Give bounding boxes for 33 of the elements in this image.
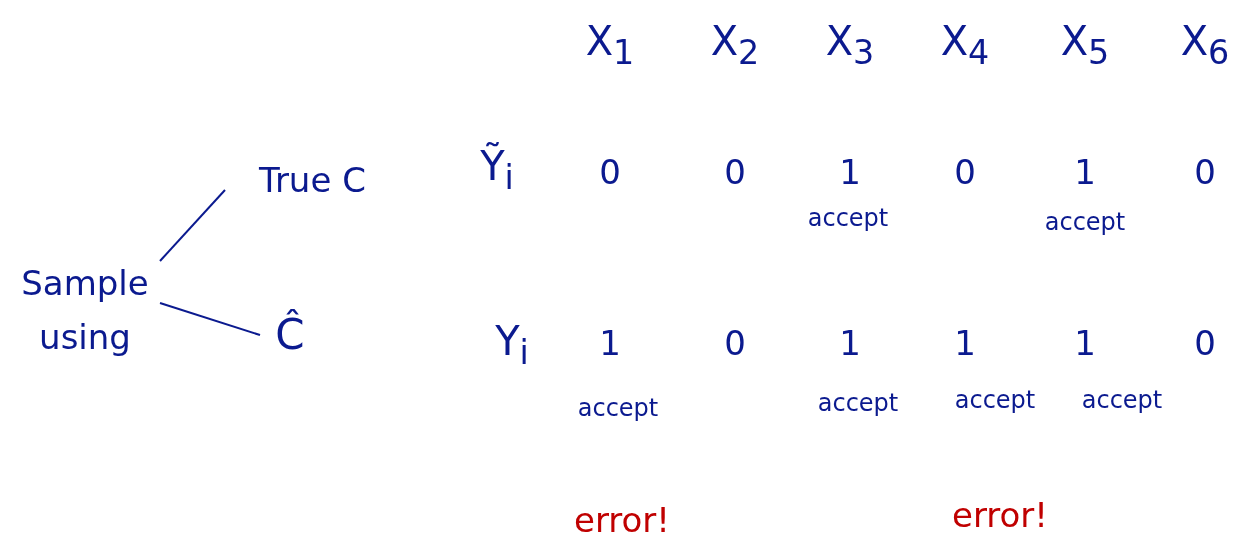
node-text: Sample using bbox=[20, 261, 150, 359]
value: 0 bbox=[724, 152, 746, 192]
value: 0 bbox=[724, 323, 746, 363]
column-header: X$_{3}$ bbox=[825, 18, 875, 72]
note: accept bbox=[807, 204, 889, 232]
note: accept bbox=[817, 389, 899, 417]
column-header: X$_{2}$ bbox=[710, 18, 760, 72]
value: 1 bbox=[1074, 323, 1096, 363]
node-text: Ĉ bbox=[275, 308, 305, 362]
value: 1 bbox=[839, 152, 861, 192]
value: 1 bbox=[839, 323, 861, 363]
row-header: Ỹ$_{i}$ bbox=[480, 143, 514, 197]
value: 0 bbox=[1194, 323, 1216, 363]
connector-line bbox=[159, 189, 226, 262]
node-text: True C bbox=[259, 158, 366, 202]
note: accept bbox=[1044, 208, 1126, 236]
value: 1 bbox=[1074, 152, 1096, 192]
note: accept bbox=[1081, 386, 1163, 414]
value: 0 bbox=[954, 152, 976, 192]
column-header: X$_{4}$ bbox=[940, 18, 990, 72]
column-header: X$_{6}$ bbox=[1180, 18, 1230, 72]
connector-line bbox=[159, 302, 261, 336]
note: accept bbox=[954, 386, 1036, 414]
value: 1 bbox=[954, 323, 976, 363]
row-header: Y$_{i}$ bbox=[495, 318, 529, 372]
value: 1 bbox=[599, 323, 621, 363]
note: accept bbox=[577, 394, 659, 422]
error-note: error! bbox=[574, 500, 670, 540]
error-note: error! bbox=[952, 495, 1048, 535]
column-header: X$_{1}$ bbox=[585, 18, 635, 72]
value: 0 bbox=[1194, 152, 1216, 192]
value: 0 bbox=[599, 152, 621, 192]
column-header: X$_{5}$ bbox=[1060, 18, 1110, 72]
